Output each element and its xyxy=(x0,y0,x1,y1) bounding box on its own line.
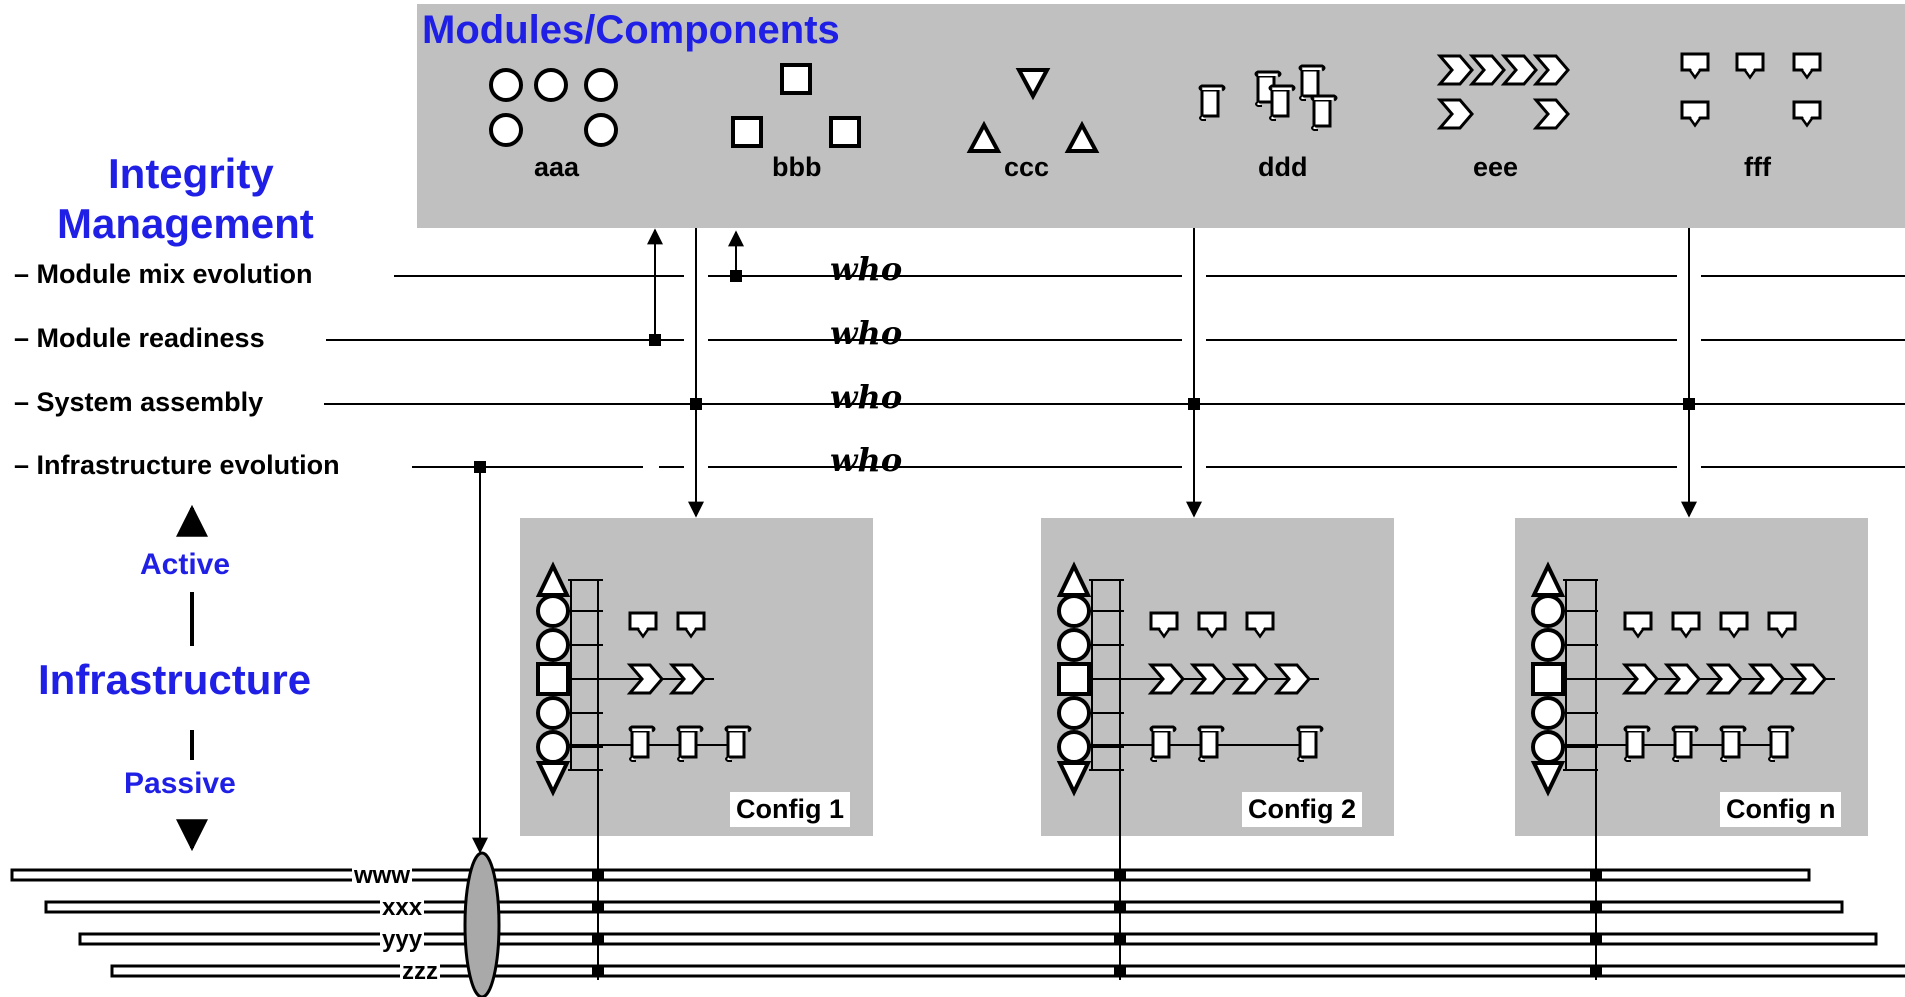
aaa-circles-group xyxy=(489,68,618,147)
spectrum-infrastructure-label: Infrastructure xyxy=(38,656,312,703)
activity-module-mix-evolution: – Module mix evolution xyxy=(14,259,319,290)
config-contents xyxy=(535,561,1835,797)
module-label-fff: fff xyxy=(1744,152,1771,182)
config-n-label: Config n xyxy=(1720,792,1842,827)
bus-label-xxx: xxx xyxy=(380,894,425,922)
ccc-triangles-group xyxy=(966,68,1100,153)
who-label-2: who xyxy=(830,314,903,352)
bus-label-zzz: zzz xyxy=(400,958,440,986)
who-label-4: who xyxy=(830,441,903,479)
activity-system-assembly: – System assembly xyxy=(14,387,270,418)
spectrum-active-label: Active xyxy=(140,548,231,581)
module-label-eee: eee xyxy=(1473,152,1519,182)
integrity-title-line1: Integrity xyxy=(108,150,274,197)
bus-bundle-ellipse xyxy=(463,851,501,997)
activity-module-readiness: – Module readiness xyxy=(14,323,271,354)
module-label-ddd: ddd xyxy=(1258,152,1308,182)
junction-markers xyxy=(474,270,1695,473)
bus-junctions xyxy=(592,869,1602,977)
who-label-3: who xyxy=(830,378,903,416)
config-1-stack xyxy=(535,561,752,797)
bus-label-yyy: yyy xyxy=(380,926,425,954)
bus-label-www: www xyxy=(352,862,413,890)
config-3-stack xyxy=(1530,561,1835,797)
config-1-label: Config 1 xyxy=(730,792,850,827)
activity-infrastructure-evolution: – Infrastructure evolution xyxy=(14,450,346,481)
module-label-bbb: bbb xyxy=(772,152,822,182)
bbb-squares-group xyxy=(731,63,861,148)
module-label-aaa: aaa xyxy=(534,152,580,182)
crossing-gaps xyxy=(643,270,1701,473)
config-2-stack xyxy=(1056,561,1324,797)
module-label-ccc: ccc xyxy=(1004,152,1050,182)
config-bus-drops xyxy=(597,580,1597,980)
bus-lines xyxy=(10,868,1905,978)
config-boxes xyxy=(520,518,1868,836)
integrity-title-line2: Management xyxy=(57,200,314,247)
config-2-label: Config 2 xyxy=(1242,792,1362,827)
spectrum-passive-label: Passive xyxy=(124,767,236,800)
activity-lines xyxy=(324,275,1905,468)
vertical-connectors xyxy=(472,228,1697,854)
modules-title: Modules/Components xyxy=(422,8,840,52)
modules-panel xyxy=(417,4,1905,228)
who-label-1: who xyxy=(830,250,903,288)
